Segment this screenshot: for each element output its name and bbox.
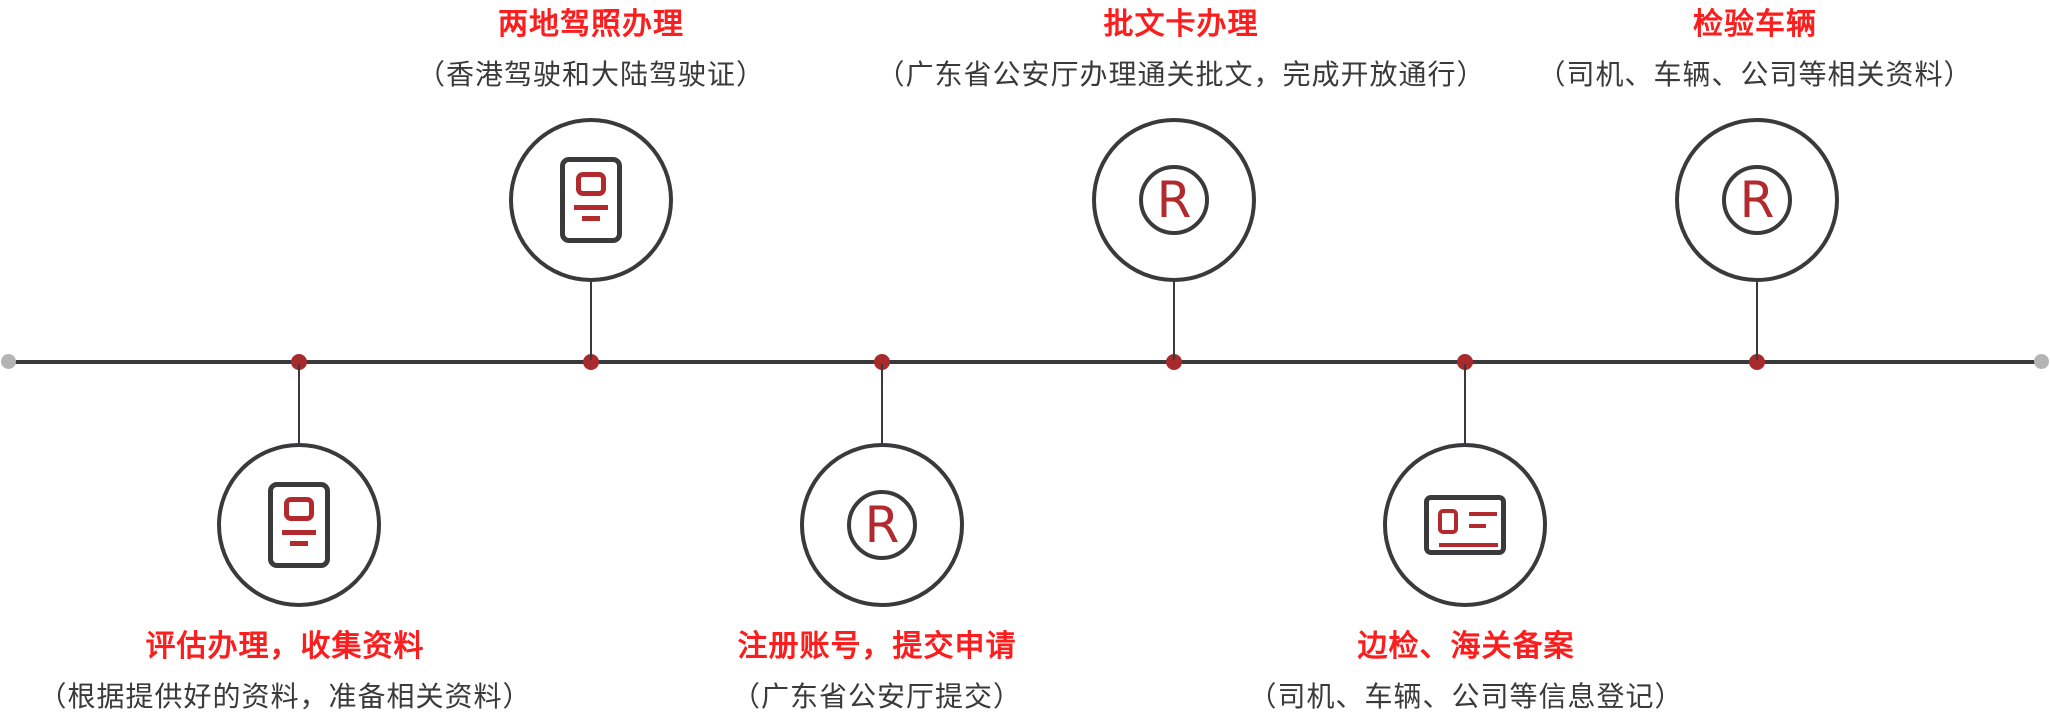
registered-letter: R [864,496,900,554]
timeline-node-dot [874,354,890,370]
license-doc-icon [268,482,330,568]
station-circle: R [800,443,964,607]
connector-line [1464,364,1466,443]
station-label: 评估办理，收集资料 （根据提供好的资料，准备相关资料） [0,630,745,714]
station-title: 评估办理，收集资料 [145,630,425,663]
station-subtitle: （广东省公安厅办理通关批文，完成开放通行） [876,59,1486,90]
card-photo-mark [1438,509,1458,534]
station-label: 边检、海关备案 （司机、车辆、公司等信息登记） [1006,630,1926,714]
station-title: 两地驾照办理 [498,8,684,41]
registered-letter: R [1156,171,1192,229]
station-title: 边检、海关备案 [1357,630,1575,663]
registered-badge-icon: R [1139,165,1209,235]
connector-line [1173,282,1175,360]
station-subtitle: （司机、车辆、公司等信息登记） [1248,681,1684,712]
doc-text-line [290,541,308,546]
timeline-node-dot [1166,354,1182,370]
card-text-line [1469,512,1497,516]
connector-line [881,364,883,443]
doc-text-line [582,216,600,221]
license-doc-icon [560,157,622,243]
station-subtitle: （司机、车辆、公司等相关资料） [1537,59,1973,90]
timeline-node-dot [583,354,599,370]
station-subtitle: （根据提供好的资料，准备相关资料） [38,681,532,712]
connector-line [590,282,592,360]
station-label: 两地驾照办理 （香港驾驶和大陆驾驶证） [131,8,1051,92]
station-label: 检验车辆 （司机、车辆、公司等相关资料） [1295,8,2050,92]
station-circle [1383,443,1547,607]
doc-photo-mark [576,172,606,196]
timeline-start-dot [1,354,16,369]
registered-badge-icon: R [847,490,917,560]
connector-line [1756,282,1758,360]
station-circle: R [1092,118,1256,282]
doc-text-line [574,205,608,210]
station-label: 批文卡办理 （广东省公安厅办理通关批文，完成开放通行） [721,8,1641,92]
connector-line [298,364,300,443]
station-title: 检验车辆 [1693,8,1817,41]
station-subtitle: （香港驾驶和大陆驾驶证） [416,59,765,90]
timeline-node-dot [1457,354,1473,370]
id-card-icon [1424,495,1506,555]
station-title: 注册账号，提交申请 [737,630,1017,663]
doc-photo-mark [284,497,314,521]
station-subtitle: （广东省公安厅提交） [731,681,1022,712]
doc-text-line [282,530,316,535]
station-circle [217,443,381,607]
station-circle: R [1675,118,1839,282]
card-text-line [1439,543,1498,547]
timeline-node-dot [291,354,307,370]
station-label: 注册账号，提交申请 （广东省公安厅提交） [417,630,1337,714]
station-circle [509,118,673,282]
registered-letter: R [1739,171,1775,229]
timeline-end-dot [2034,354,2049,369]
timeline-line [8,360,2042,364]
registered-badge-icon: R [1722,165,1792,235]
station-title: 批文卡办理 [1103,8,1259,41]
timeline-node-dot [1749,354,1765,370]
card-text-line [1469,524,1486,528]
